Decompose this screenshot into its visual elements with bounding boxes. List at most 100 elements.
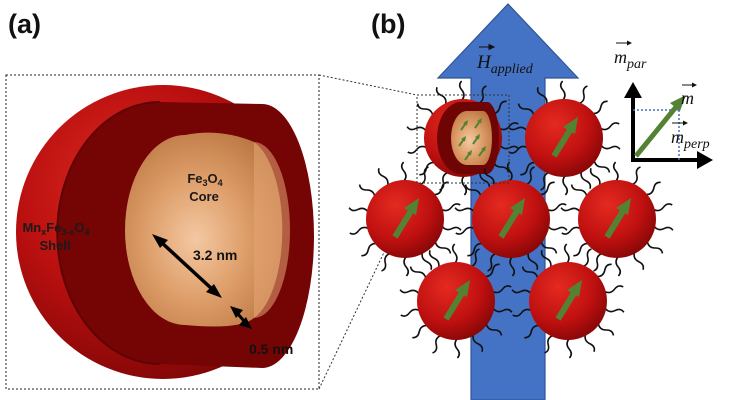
core-label: Fe3O4: [187, 171, 222, 188]
moment-arrow: [443, 291, 465, 321]
zoom-frame: [5, 74, 320, 390]
spin-arrowhead: [477, 118, 482, 124]
ligand-chain: [434, 181, 449, 196]
ligand-chain: [349, 226, 369, 235]
ligand-chain: [400, 308, 420, 317]
nanoparticle: [348, 161, 462, 277]
vector-legend: [624, 82, 713, 169]
core-cut-face: [254, 142, 290, 318]
ligand-chain: [560, 207, 581, 212]
core-word: Core: [189, 189, 219, 204]
ligand-chain: [547, 226, 568, 231]
ligand-chain: [407, 145, 427, 154]
ligand-chain: [544, 334, 553, 354]
ligand-chain: [633, 252, 645, 270]
ligand-chain: [583, 248, 592, 268]
ligand-chain: [593, 100, 608, 115]
ligand-chain: [439, 171, 448, 191]
core-shell-particle-cutaway: [406, 80, 520, 196]
spin-arrowhead: [467, 150, 472, 156]
ligand-chain: [420, 166, 429, 186]
ligand-chain: [509, 256, 516, 277]
ligand-chain: [487, 252, 496, 272]
nanoparticle: [560, 161, 674, 277]
moment-arrow: [604, 209, 626, 239]
shell-thickness-arrowhead-end: [239, 317, 252, 329]
ligand-chain: [458, 80, 465, 101]
ligand-chain: [600, 145, 621, 150]
ligand-chain: [615, 256, 622, 277]
ligand-chain: [428, 250, 440, 268]
ligand-chain: [454, 338, 461, 359]
ligand-chain: [566, 338, 573, 359]
applied-field-vector-mark: [479, 43, 496, 51]
ligand-chain: [409, 266, 427, 279]
ligand-chain: [506, 161, 513, 182]
ligand-chain: [540, 171, 549, 191]
core-radius-label: 3.2 nm: [193, 247, 237, 263]
nanoparticle: [507, 80, 621, 196]
ligand-chain: [600, 122, 620, 131]
moment-arrowhead: [616, 198, 631, 215]
spin-arrowhead: [475, 134, 480, 140]
ligand-chain: [597, 323, 615, 336]
ligand-chain: [358, 184, 376, 197]
core-radius-arrow: [159, 240, 214, 291]
moment-arrow: [551, 128, 573, 158]
ligand-chain: [412, 324, 427, 339]
ligand-chain: [562, 175, 569, 196]
ligand-chain: [406, 126, 427, 131]
ligand-chain: [604, 285, 624, 294]
ligand-chain: [597, 263, 612, 278]
cross-section-particle: [16, 85, 315, 379]
ligand-chain: [521, 266, 539, 279]
ligand-chain: [377, 168, 389, 186]
panel-b-label: (b): [371, 9, 405, 39]
ligand-chain: [399, 289, 420, 294]
ligand-chain: [593, 160, 611, 173]
ligand-chain: [580, 171, 592, 189]
ligand-chain: [570, 184, 588, 197]
ligand-chain: [632, 166, 641, 186]
spin-arrowhead: [463, 120, 468, 126]
ligand-chain: [471, 248, 480, 268]
moment-arrow: [392, 209, 414, 239]
zoom-selector-box: [416, 94, 510, 184]
ligand-chain: [499, 122, 519, 131]
ligand-chain: [483, 168, 495, 186]
ligand-chain: [508, 145, 528, 154]
core-hemisphere: [125, 132, 283, 327]
ligand-chain: [472, 334, 484, 352]
ligand-chain: [579, 85, 588, 105]
ligand-chain: [593, 252, 602, 272]
ligand-chain: [646, 181, 661, 196]
m-perp-label: mperp: [671, 127, 710, 152]
m-perp-vector-mark-tip: [683, 120, 688, 126]
ligand-chain: [511, 289, 532, 294]
ligand-chain: [540, 250, 552, 268]
ligand-chain: [653, 226, 674, 231]
ligand-chain: [454, 207, 475, 212]
ligand-chain: [559, 80, 566, 101]
nanoparticle: [399, 243, 513, 359]
shell-thickness-arrowhead-start: [230, 306, 243, 318]
applied-field-label: Happlied: [476, 52, 534, 77]
ligand-chain: [455, 226, 475, 235]
ligand-chain: [432, 334, 441, 354]
ligand-chain: [451, 243, 458, 264]
spin-arrowhead: [481, 146, 486, 152]
spin-arrowhead: [461, 136, 466, 142]
m-perp-arrowhead: [697, 151, 713, 169]
m-par-label: mpar: [614, 47, 647, 72]
shell-label: MnxFe3-xO4: [22, 220, 89, 237]
ligand-chain: [467, 242, 482, 257]
ligand-chain: [612, 161, 619, 182]
ligand-chain: [512, 308, 532, 317]
ligand-chain: [435, 87, 447, 105]
m-vector-mark-tip: [692, 82, 697, 88]
m-par-vector-mark-tip: [627, 40, 632, 46]
moment-arrow: [555, 291, 577, 321]
ligand-chain: [485, 263, 500, 278]
m-vector: [634, 105, 678, 158]
